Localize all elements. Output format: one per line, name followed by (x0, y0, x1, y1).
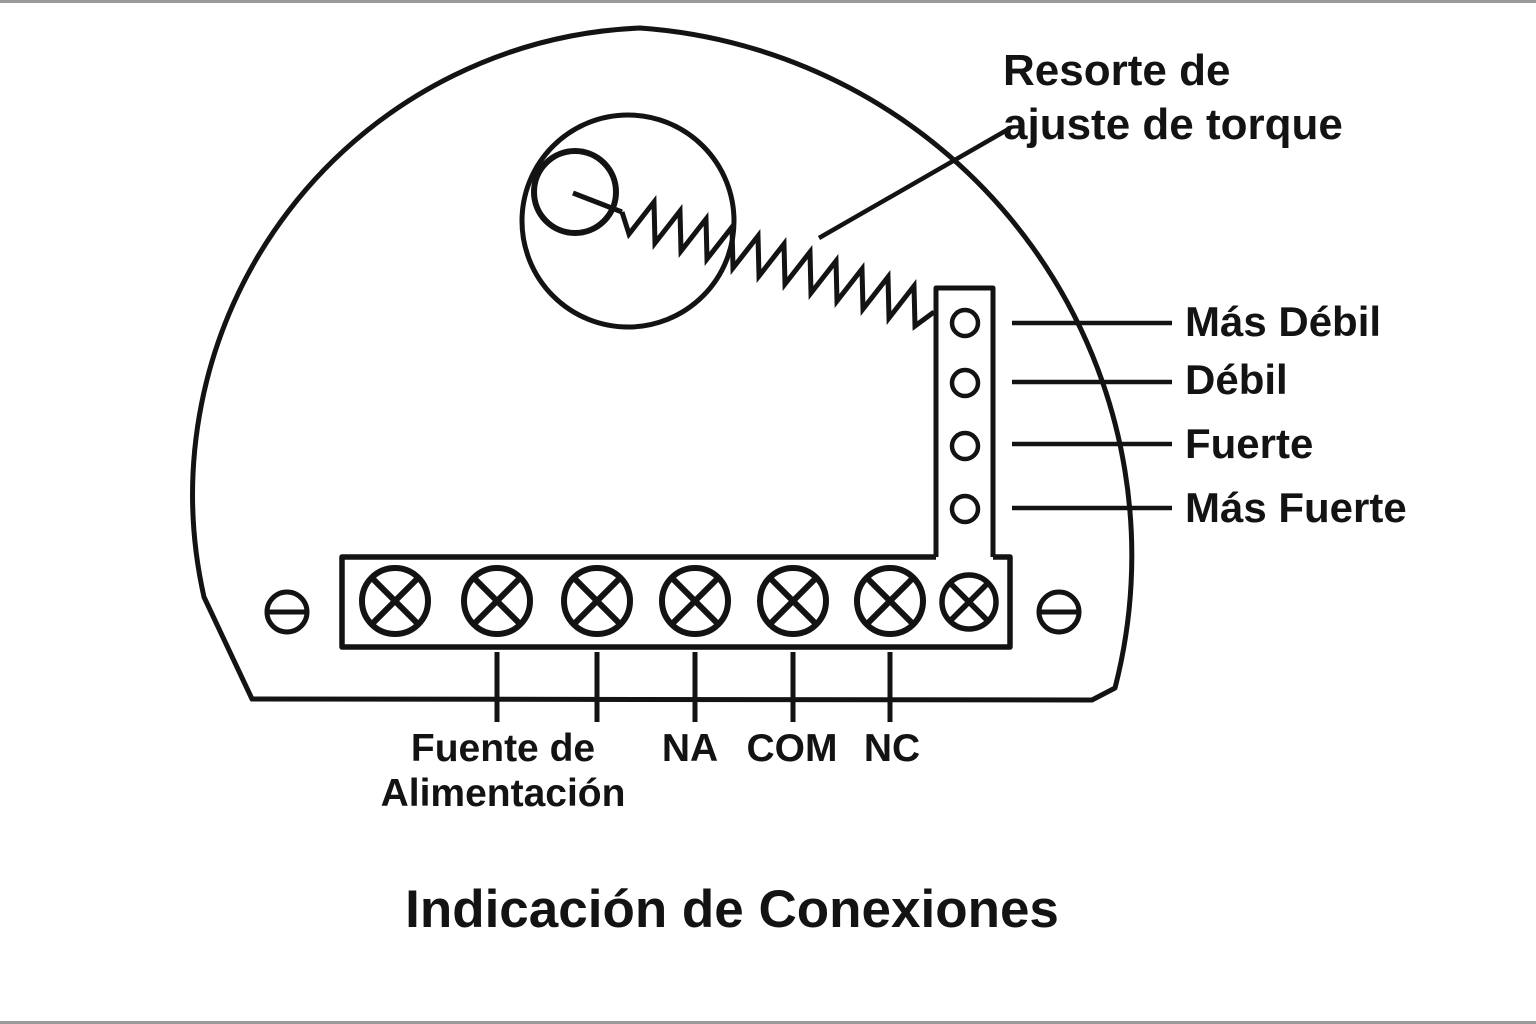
spring-label-leader-line (817, 128, 1009, 240)
screw-cross-icon (767, 575, 819, 627)
screw-terminal-7 (939, 572, 999, 632)
page-edge-top (0, 0, 1536, 3)
screw-terminal-1 (359, 565, 431, 637)
power-supply-label-line2: Alimentación (380, 772, 626, 815)
screw-terminal-2 (461, 565, 533, 637)
cam-pointer-line (572, 190, 623, 215)
selector-hole-3 (949, 430, 981, 462)
power-supply-label-line1: Fuente de (410, 727, 596, 770)
spring-label-line2: ajuste de torque (1003, 100, 1343, 149)
diagram-title: Indicación de Conexiones (405, 880, 1059, 939)
screw-cross-icon (948, 581, 990, 623)
spring-label: Resorte de ajuste de torque (1003, 44, 1343, 152)
screw-terminal-3 (561, 565, 633, 637)
torque-level-label-debil: Débil (1185, 356, 1288, 403)
screw-cross-icon (571, 575, 623, 627)
spring-label-line1: Resorte de (1003, 46, 1231, 95)
page-edge-bottom (0, 1021, 1536, 1024)
selector-hole-1 (949, 307, 981, 339)
terminal-pointer-lines (494, 652, 893, 722)
screw-cross-icon (864, 575, 916, 627)
selector-strip-outline (933, 285, 996, 557)
torque-selector-strip (933, 285, 1172, 557)
screw-circle (359, 565, 431, 637)
mounting-screw-right (1036, 589, 1082, 635)
terminal-label-nc: NC (863, 727, 921, 770)
torque-level-label-mas-debil: Más Débil (1185, 298, 1382, 345)
terminal-block (339, 554, 1013, 650)
selector-hole-4 (949, 493, 981, 525)
screw-terminal-5 (757, 565, 829, 637)
selector-hole-2 (949, 367, 981, 399)
screw-cross-icon (369, 575, 421, 627)
screw-circle (659, 565, 731, 637)
terminal-label-na: NA (661, 727, 719, 770)
mounting-screw-left (264, 589, 310, 635)
power-supply-label: Fuente de Alimentación (341, 726, 665, 816)
screw-terminal-4 (659, 565, 731, 637)
terminal-block-outline (339, 554, 1013, 650)
torque-spring-zigzag (619, 194, 936, 331)
screw-terminal-6 (854, 565, 926, 637)
screw-circle (854, 565, 926, 637)
torque-level-label-mas-fuerte: Más Fuerte (1185, 484, 1407, 531)
screw-circle (939, 572, 999, 632)
screw-cross-icon (471, 575, 523, 627)
screw-circle (461, 565, 533, 637)
terminal-label-com: COM (746, 727, 838, 770)
cam-inner-circle (531, 148, 619, 236)
torque-level-label-fuerte: Fuerte (1185, 420, 1314, 467)
screw-circle (757, 565, 829, 637)
screw-circle (561, 565, 633, 637)
screw-cross-icon (669, 575, 721, 627)
